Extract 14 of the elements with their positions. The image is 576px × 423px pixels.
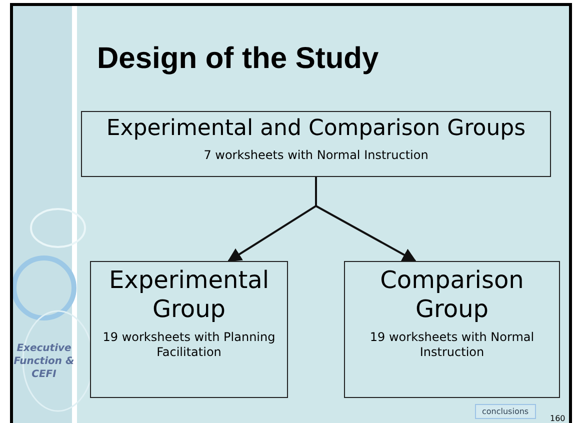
box-heading: Experimental Group xyxy=(108,266,270,324)
box-heading: Experimental and Comparison Groups xyxy=(106,116,526,142)
sidebar-label: Executive Function & CEFI xyxy=(13,342,75,381)
arrow xyxy=(315,177,416,262)
box-heading: Comparison Group xyxy=(379,266,525,324)
group-box xyxy=(81,111,551,177)
slide-number: 160 xyxy=(550,414,566,423)
box-description: 19 worksheets with Normal Instruction xyxy=(368,330,536,361)
group-box xyxy=(344,261,560,398)
group-box xyxy=(90,261,288,398)
box-description: 19 worksheets with Planning Facilitation xyxy=(102,330,276,361)
slide-title: Design of the Study xyxy=(97,42,379,76)
conclusions-link-button: conclusions xyxy=(475,404,536,419)
box-description: 7 worksheets with Normal Instruction xyxy=(204,148,428,164)
